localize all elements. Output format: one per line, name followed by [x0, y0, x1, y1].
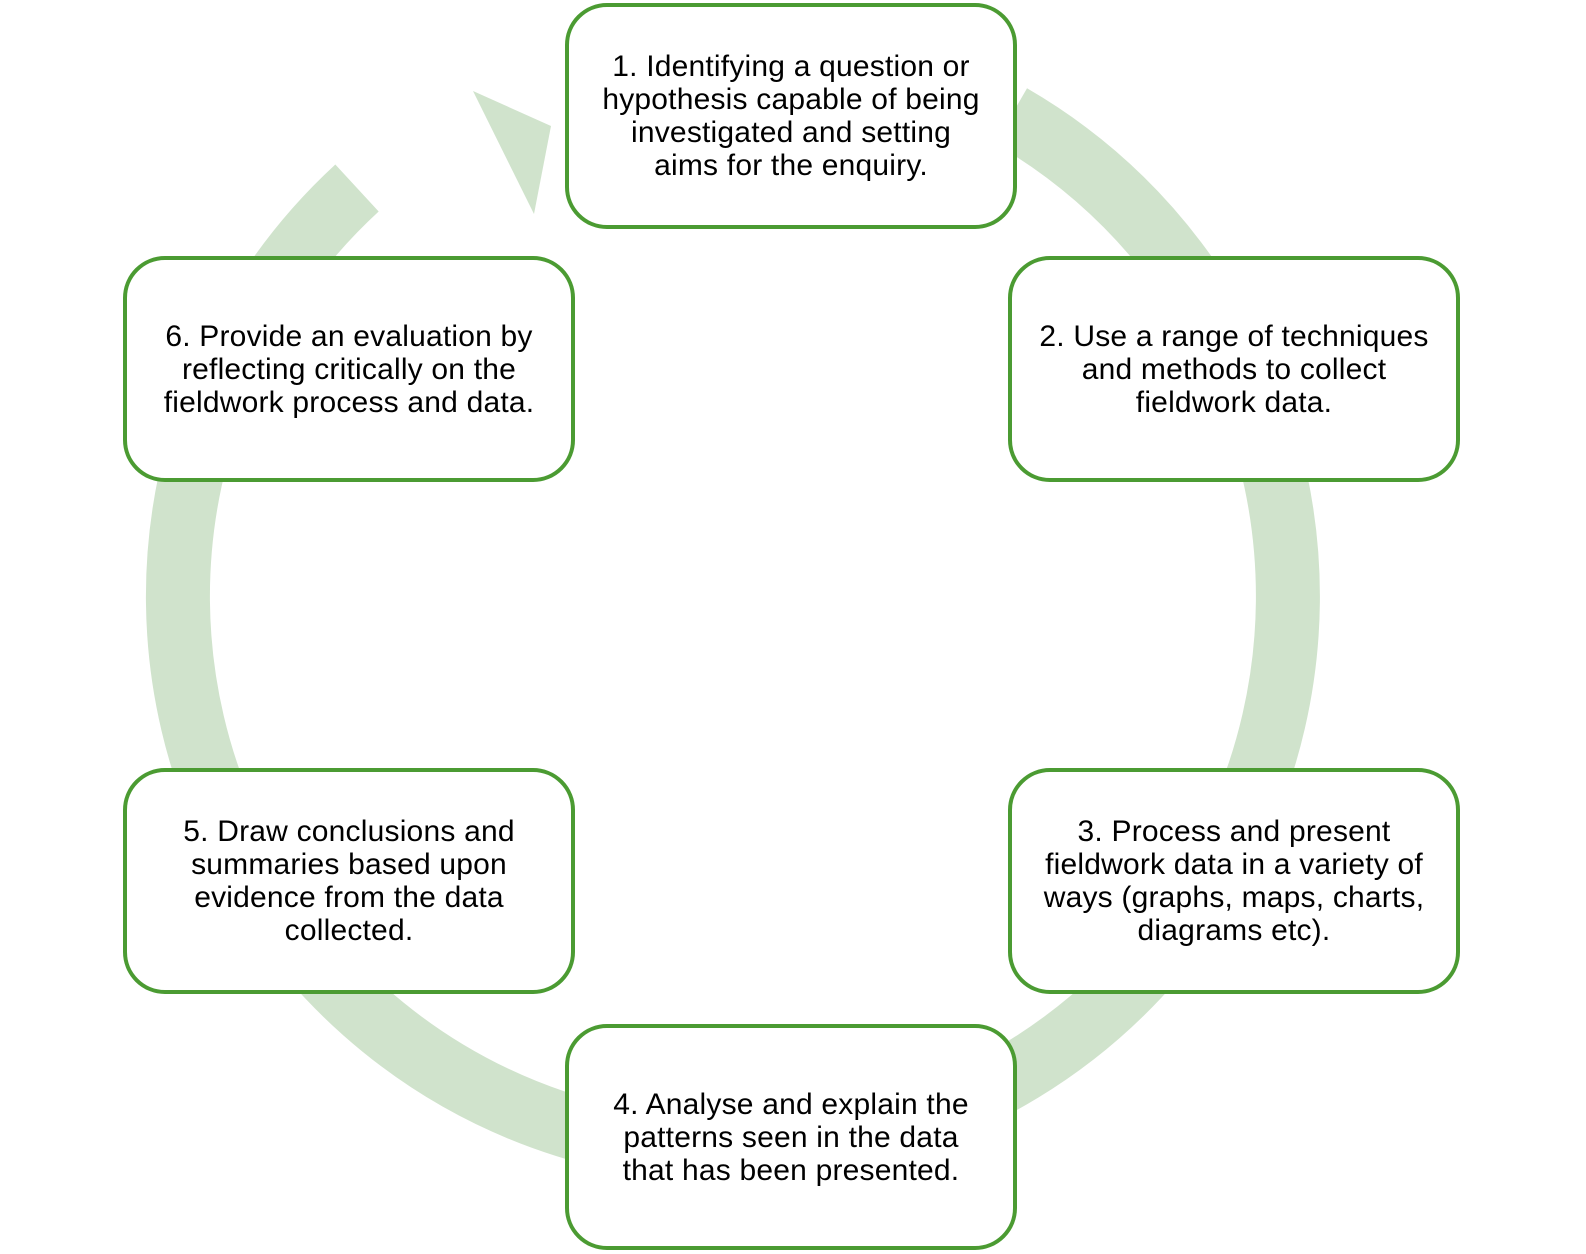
- step-box-analyse-explain: 4. Analyse and explain the patterns seen…: [565, 1024, 1017, 1250]
- step-box-evaluate: 6. Provide an evaluation by reflecting c…: [123, 256, 575, 482]
- step-box-process-present: 3. Process and present fieldwork data in…: [1008, 768, 1460, 994]
- step-label: 1. Identifying a question or hypothesis …: [602, 50, 980, 182]
- step-label: 4. Analyse and explain the patterns seen…: [613, 1087, 969, 1187]
- step-label: 5. Draw conclusions and summaries based …: [183, 815, 515, 947]
- step-label: 2. Use a range of techniques and methods…: [1039, 319, 1429, 419]
- step-box-draw-conclusions: 5. Draw conclusions and summaries based …: [123, 768, 575, 994]
- step-box-collect-data: 2. Use a range of techniques and methods…: [1008, 256, 1460, 482]
- step-box-identify-question: 1. Identifying a question or hypothesis …: [565, 3, 1017, 229]
- step-label: 3. Process and present fieldwork data in…: [1043, 815, 1425, 947]
- step-label: 6. Provide an evaluation by reflecting c…: [163, 319, 535, 419]
- cycle-arrowhead: [473, 91, 551, 214]
